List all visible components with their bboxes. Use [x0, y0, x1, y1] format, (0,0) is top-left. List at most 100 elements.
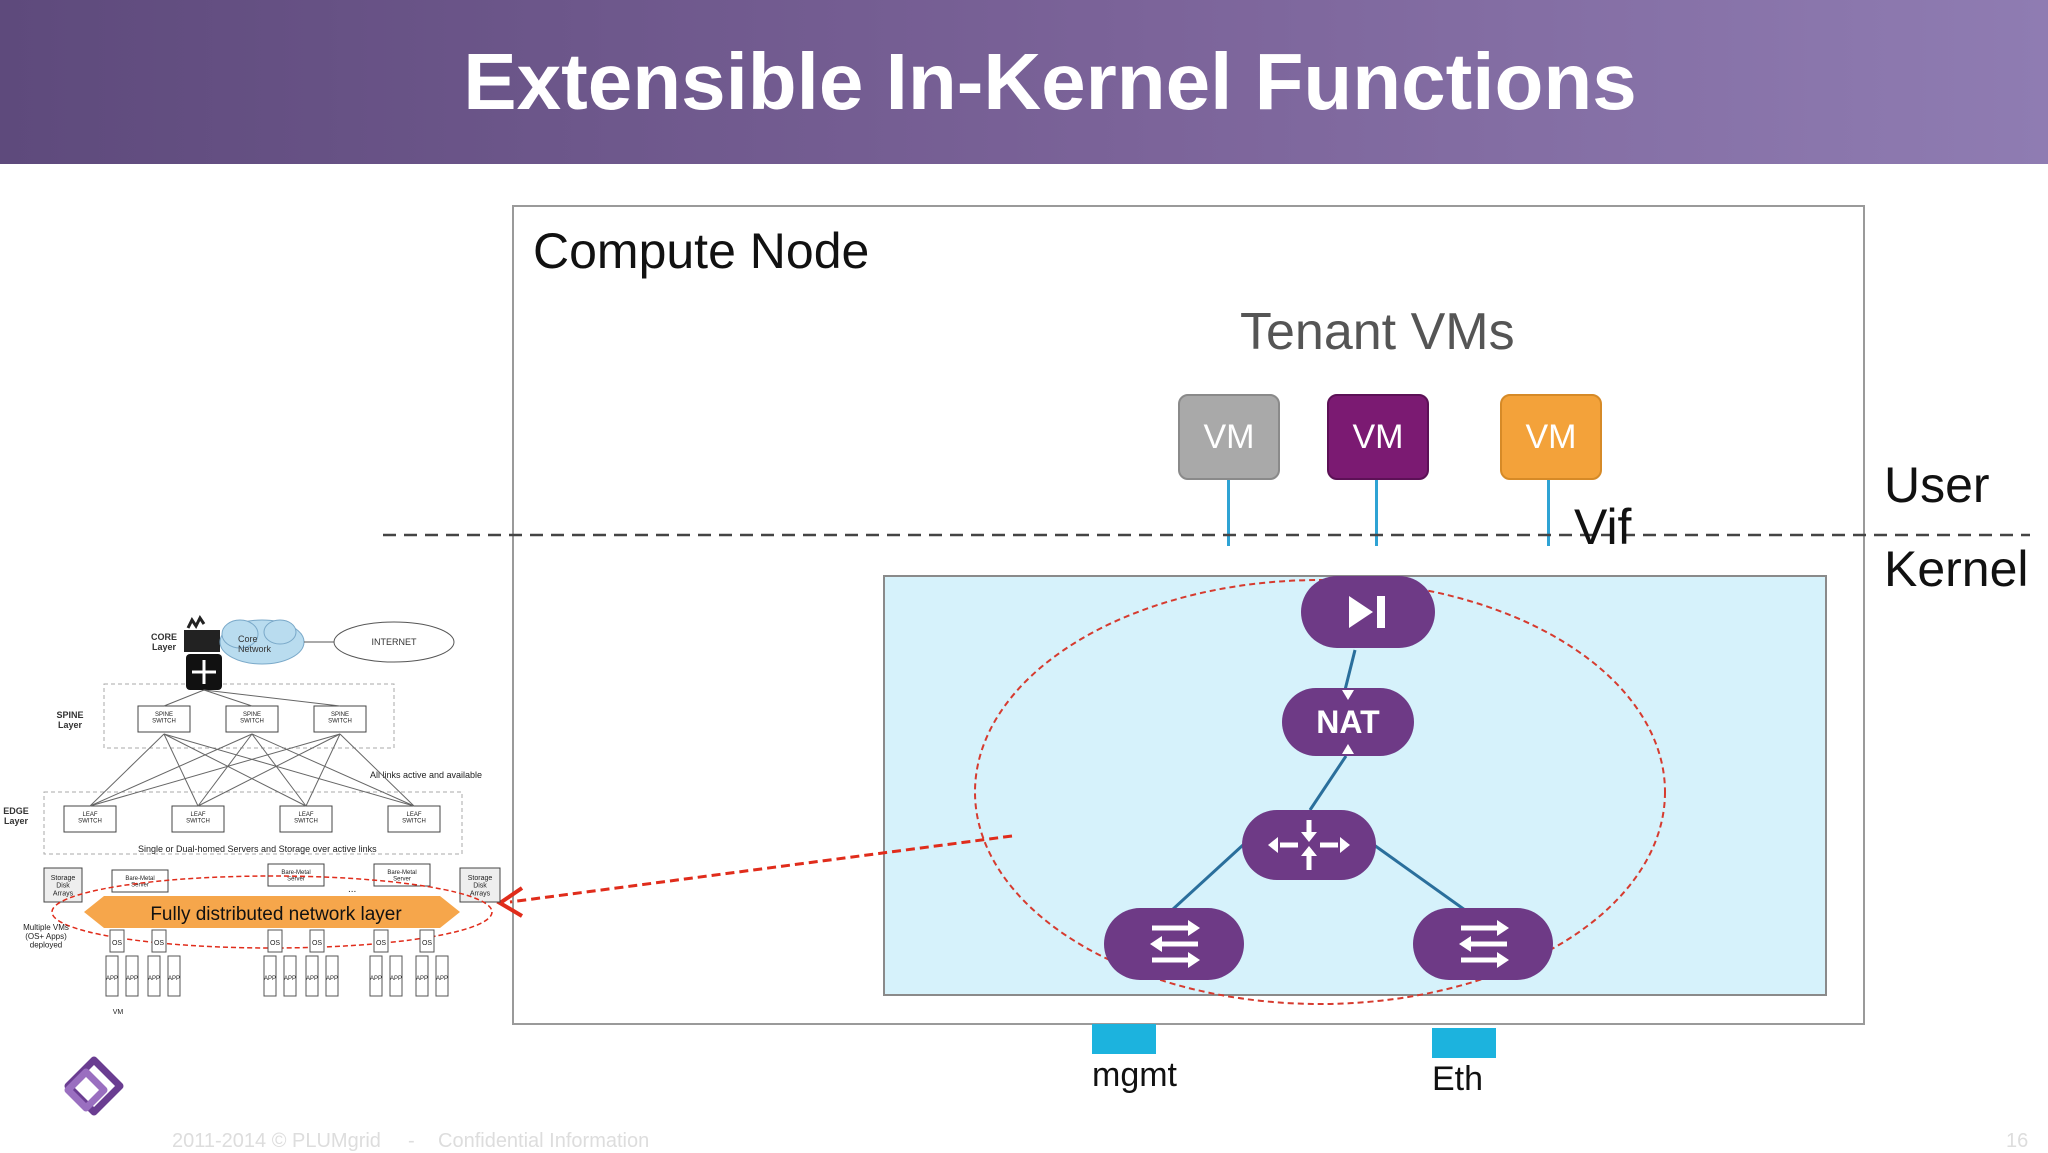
servers-ellipsis: ... — [348, 884, 356, 895]
core-link — [163, 689, 205, 707]
play-pause-icon — [1349, 596, 1385, 628]
fabric-link — [251, 733, 307, 807]
nat-function: NAT — [1282, 688, 1414, 756]
multiple-vms-label: Multiple VMs(OS+ Apps)deployed — [23, 923, 69, 950]
vm-box-gray: VM — [1178, 394, 1280, 480]
fabric-link — [197, 733, 253, 807]
all-links-label: All links active and available — [370, 770, 482, 780]
vm-label: VM — [1352, 417, 1404, 456]
svg-text:APP: APP — [168, 976, 180, 982]
vm-stack-1: OS APP APP — [105, 929, 139, 997]
vm-label: VM — [1203, 417, 1255, 456]
vm-label: VM — [1525, 417, 1577, 456]
fabric-link — [163, 733, 415, 807]
svg-text:APP: APP — [126, 976, 138, 982]
footer-separator: - — [408, 1130, 415, 1152]
mgmt-label: mgmt — [1092, 1056, 1177, 1094]
svg-text:OS: OS — [376, 940, 386, 947]
link-router-switch-left — [1170, 843, 1245, 912]
svg-text:OS: OS — [312, 940, 322, 947]
internet-label: INTERNET — [372, 637, 418, 647]
svg-text:APP: APP — [306, 976, 318, 982]
svg-text:APP: APP — [106, 976, 118, 982]
svg-text:APP: APP — [264, 976, 276, 982]
svg-text:APP: APP — [436, 976, 448, 982]
vm-stack-2: OS APP APP — [147, 929, 181, 997]
svg-text:OS: OS — [112, 940, 122, 947]
vm-small-label: VM — [113, 1009, 124, 1016]
distributed-arrowhead — [496, 886, 524, 918]
vif-label: Vif — [1574, 499, 1632, 555]
vm2-link — [1375, 480, 1378, 546]
vm-stack-4: OS APP APP — [305, 929, 339, 997]
svg-text:APP: APP — [284, 976, 296, 982]
core-link — [203, 689, 253, 707]
title-banner — [0, 0, 2048, 164]
switch-icon — [1459, 920, 1509, 968]
link-router-switch-right — [1373, 843, 1466, 912]
compute-node-title: Compute Node — [533, 223, 870, 279]
single-dual-label: Single or Dual-homed Servers and Storage… — [138, 844, 377, 854]
switch-function-left — [1104, 908, 1244, 980]
svg-text:OS: OS — [422, 940, 432, 947]
user-label: User — [1884, 457, 1990, 513]
footer-confidential: Confidential Information — [438, 1130, 650, 1152]
kernel-label: Kernel — [1884, 541, 2029, 597]
fabric-link — [163, 733, 307, 807]
plumgrid-logo-icon — [64, 1056, 124, 1116]
slide-title: Extensible In-Kernel Functions — [463, 37, 1637, 126]
fabric-link — [163, 733, 199, 807]
vm-stack-3: OS APP APP — [263, 929, 297, 997]
svg-text:OS: OS — [154, 940, 164, 947]
vm1-link — [1227, 480, 1230, 546]
spine-group-box — [103, 683, 395, 749]
fabric-link — [339, 733, 415, 807]
svg-text:APP: APP — [148, 976, 160, 982]
svg-text:APP: APP — [370, 976, 382, 982]
page-number: 16 — [2006, 1130, 2029, 1152]
router-icon — [1268, 820, 1350, 870]
vm-stack-6: OS APP APP — [415, 929, 449, 997]
footer-copyright: 2011-2014 © PLUMgrid — [172, 1130, 381, 1152]
distributed-arrow — [509, 834, 1013, 904]
svg-text:APP: APP — [326, 976, 338, 982]
link-nat-router — [1308, 755, 1348, 811]
nat-icon — [1342, 690, 1354, 754]
fully-distributed-band — [84, 896, 460, 928]
svg-text:APP: APP — [390, 976, 402, 982]
eth-label: Eth — [1432, 1060, 1484, 1098]
svg-text:APP: APP — [416, 976, 428, 982]
fully-distributed-label: Fully distributed network layer — [150, 904, 402, 925]
fabric-link — [305, 733, 341, 807]
eth-port — [1432, 1028, 1496, 1058]
switch-function-right — [1413, 908, 1553, 980]
nat-label: NAT — [1316, 704, 1380, 740]
fabric-link — [89, 733, 253, 807]
fabric-link — [89, 733, 341, 807]
svg-text:OS: OS — [270, 940, 280, 947]
mgmt-port — [1092, 1024, 1156, 1054]
